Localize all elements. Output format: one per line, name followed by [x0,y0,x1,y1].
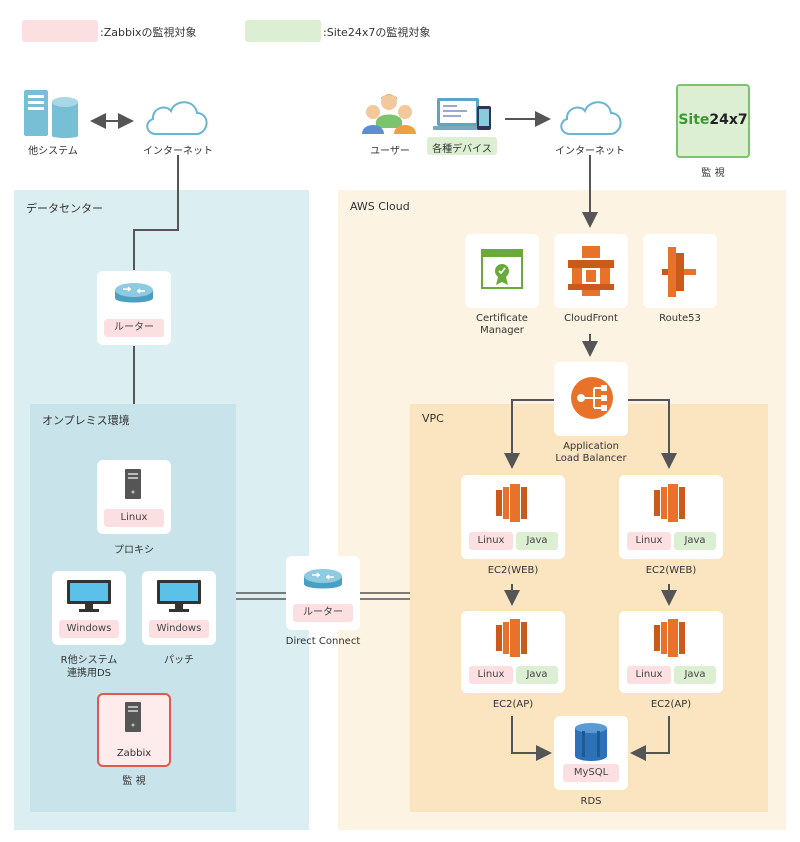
cloudfront-icon [568,246,614,296]
route53-caption: Route53 [659,313,701,324]
ec2-web1-app-tag: Java [516,532,558,550]
rds-caption: RDS [580,796,602,807]
alb-caption-1: Application [563,441,619,452]
tower-server-icon [125,469,141,499]
arrow-ap1-rds [511,716,552,761]
legend-site24x7-swatch [245,20,321,42]
zabbix-label: Zabbix [116,748,152,759]
ec2-icon [496,619,528,657]
router-tag: ルーター [104,319,164,337]
ec2-icon [654,619,686,657]
rds-engine-tag: MySQL [563,764,619,782]
windows-ds-os-tag: Windows [59,620,119,638]
server-db-icon [22,88,82,138]
cert-manager-caption-1: Certificate [476,313,528,324]
ec2-web2-os-tag: Linux [627,532,671,550]
cloud-icon [142,96,212,138]
user-label: ユーザー [370,146,410,157]
proxy-os-tag: Linux [104,509,164,527]
ec2-web2-caption: EC2(WEB) [645,565,697,576]
arrow-ap2-rds [630,716,670,761]
cloudfront-caption: CloudFront [564,313,618,324]
ec2-ap2-app-tag: Java [674,666,716,684]
rds-icon [575,723,607,761]
windows-ds-caption-2: 連携用DS [66,668,112,679]
legend-site24x7-label: :Site24x7の監視対象 [323,26,431,39]
aws-title: AWS Cloud [350,200,410,213]
route53-icon [660,247,700,297]
load-balancer-icon [570,376,614,420]
site24x7-logo-b: 24x7 [709,112,748,128]
ec2-web2-app-tag: Java [674,532,716,550]
ec2-web1-caption: EC2(WEB) [487,565,539,576]
legend-zabbix-label: :Zabbixの監視対象 [100,26,197,39]
ec2-icon [496,484,528,522]
alb-caption-2: Load Balancer [555,453,627,464]
ec2-icon [654,484,686,522]
patch-os-tag: Windows [149,620,209,638]
internet-right-label: インターネット [555,146,625,157]
site24x7-logo: Site24x7 [676,112,750,128]
monitor-icon [157,580,201,612]
vpc-title: VPC [422,412,444,425]
cert-manager-caption-2: Manager [480,325,524,336]
internet-left-label: インターネット [143,146,213,157]
zabbix-caption: 監 視 [122,776,146,787]
ec2-ap1-os-tag: Linux [469,666,513,684]
windows-ds-caption-1: R他システム [60,655,118,666]
ec2-ap2-os-tag: Linux [627,666,671,684]
ec2-ap1-caption: EC2(AP) [492,699,534,710]
line-internet-router [133,155,179,270]
dc-router-tag: ルーター [293,604,353,622]
devices-badge [427,137,497,155]
router-icon [302,566,344,594]
direct-connect-caption: Direct Connect [285,636,361,647]
ec2-ap2-caption: EC2(AP) [650,699,692,710]
devices-icon [433,96,495,132]
onprem-title: オンプレミス環境 [42,414,130,427]
site24x7-logo-a: Site [678,112,710,128]
other-system-label: 他システム [28,146,78,157]
legend-zabbix-swatch [22,20,98,42]
cloud-icon [556,96,626,138]
ec2-ap1-app-tag: Java [516,666,558,684]
users-icon [360,92,418,134]
ec2-web1-os-tag: Linux [469,532,513,550]
monitor-icon [67,580,111,612]
site24x7-caption: 監 視 [701,168,725,179]
certificate-icon [481,249,523,289]
arrow-alb-web2 [626,399,677,469]
datacenter-title: データセンター [26,202,103,215]
arrow-alb-web1 [504,399,555,469]
router-icon [113,280,155,308]
site24x7-logo-box [676,84,750,158]
patch-caption: パッチ [164,655,194,666]
devices-label: 各種デバイス [432,144,492,155]
tower-server-icon [125,702,141,732]
proxy-caption: プロキシ [114,545,154,556]
